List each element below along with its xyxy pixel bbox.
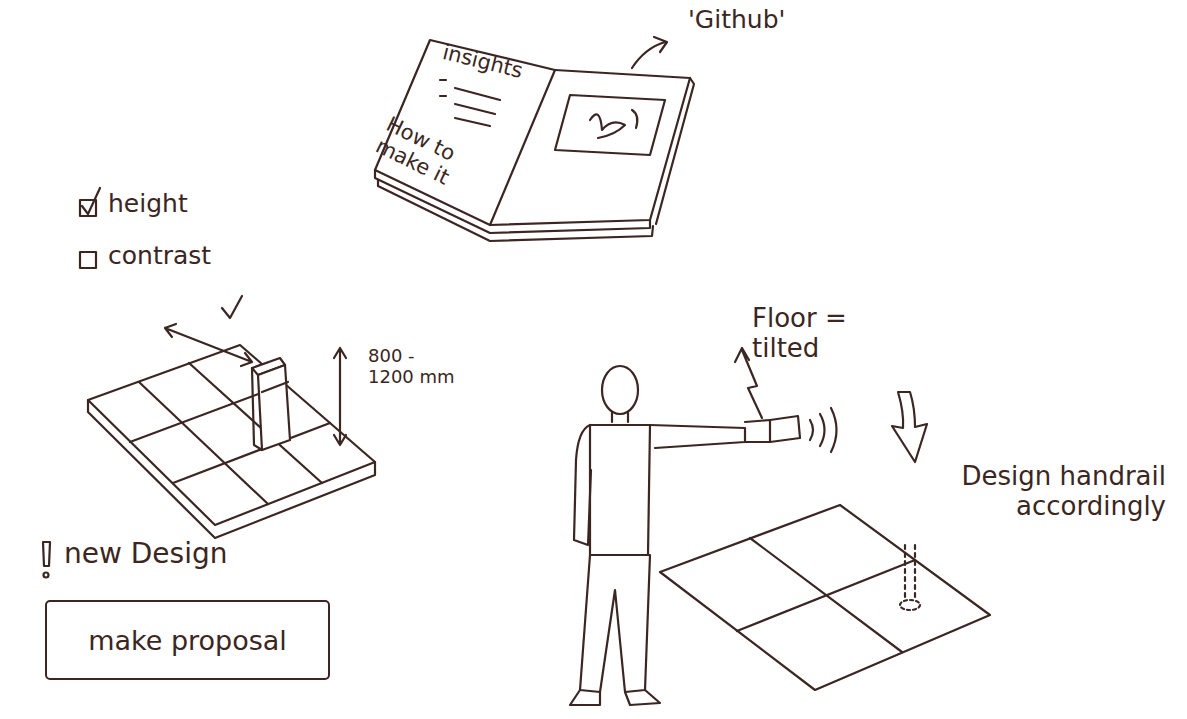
reference-label: 'Github': [688, 6, 848, 35]
proposal-box: make proposal: [45, 600, 330, 680]
person-figure: [570, 366, 837, 705]
observation-note: Floor = tilted: [752, 304, 887, 364]
box-text: make proposal: [88, 625, 287, 656]
page-heading: insights: [440, 40, 562, 92]
tiled-slab: [88, 345, 375, 538]
exclamation-mark: [43, 542, 50, 578]
pointer-arrow: [632, 37, 667, 68]
checklist-item: contrast: [108, 242, 268, 271]
note-heading: new Design: [64, 538, 304, 570]
hollow-arrow: [892, 392, 927, 462]
checkbox-list: [80, 188, 100, 268]
dimension-arrow: [334, 348, 346, 445]
action-note: Design handrail accordingly: [876, 462, 1166, 522]
floor-grid: [660, 505, 990, 690]
checklist-item: height: [108, 190, 248, 219]
dimension-label: 800 - 1200 mm: [368, 346, 460, 387]
handrail-panel: [252, 358, 290, 450]
check-mark: [222, 296, 242, 318]
